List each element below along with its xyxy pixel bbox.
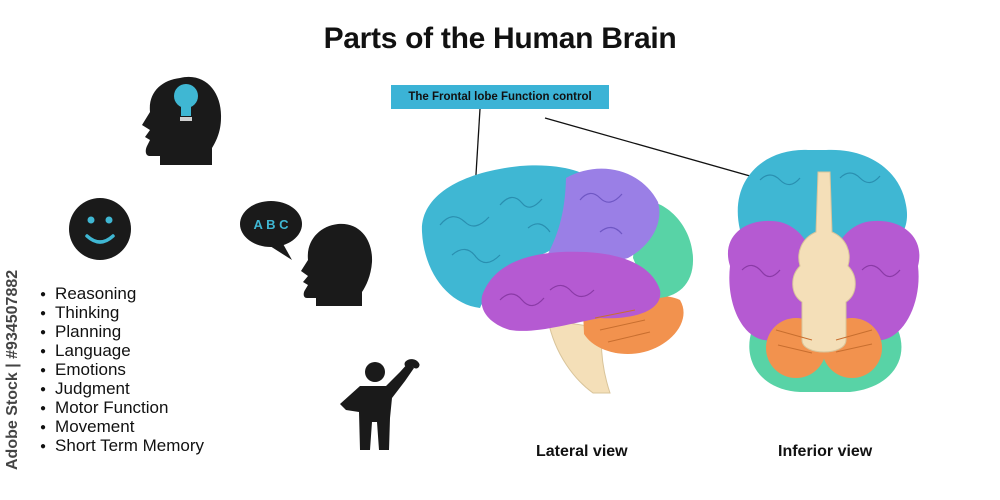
lateral-brain: [421, 165, 694, 394]
waving-person-icon: [340, 359, 420, 450]
head-speaking-icon: [301, 223, 373, 306]
list-item: Planning: [40, 322, 204, 341]
stock-id-watermark: Adobe Stock | #934507882: [4, 269, 21, 470]
page-title: Parts of the Human Brain: [323, 22, 677, 55]
list-item: Language: [40, 341, 204, 360]
list-item: Judgment: [40, 379, 204, 398]
smiley-icon: [69, 198, 131, 260]
list-item: Reasoning: [40, 284, 204, 303]
frontal-lobe: [421, 165, 598, 308]
inferior-brain: [727, 149, 920, 392]
list-item: Motor Function: [40, 398, 204, 417]
speech-bubble-icon: A B C: [240, 201, 302, 260]
brainstem-inferior: [792, 171, 856, 353]
list-item: Emotions: [40, 360, 204, 379]
list-item: Thinking: [40, 303, 204, 322]
list-item: Movement: [40, 417, 204, 436]
temporal-lobe-right: [829, 220, 920, 341]
parietal-lobe: [545, 168, 660, 263]
temporal-lobe-left: [727, 220, 817, 341]
speech-letters: A B C: [254, 217, 290, 232]
inferior-view-label: Inferior view: [778, 443, 873, 460]
frontal-lobe-callout: The Frontal lobe Function control: [391, 85, 609, 109]
list-item: Short Term Memory: [40, 436, 204, 455]
function-list: Reasoning Thinking Planning Language Emo…: [40, 284, 204, 455]
head-lightbulb-icon: [142, 76, 222, 165]
lateral-view-label: Lateral view: [536, 443, 628, 460]
